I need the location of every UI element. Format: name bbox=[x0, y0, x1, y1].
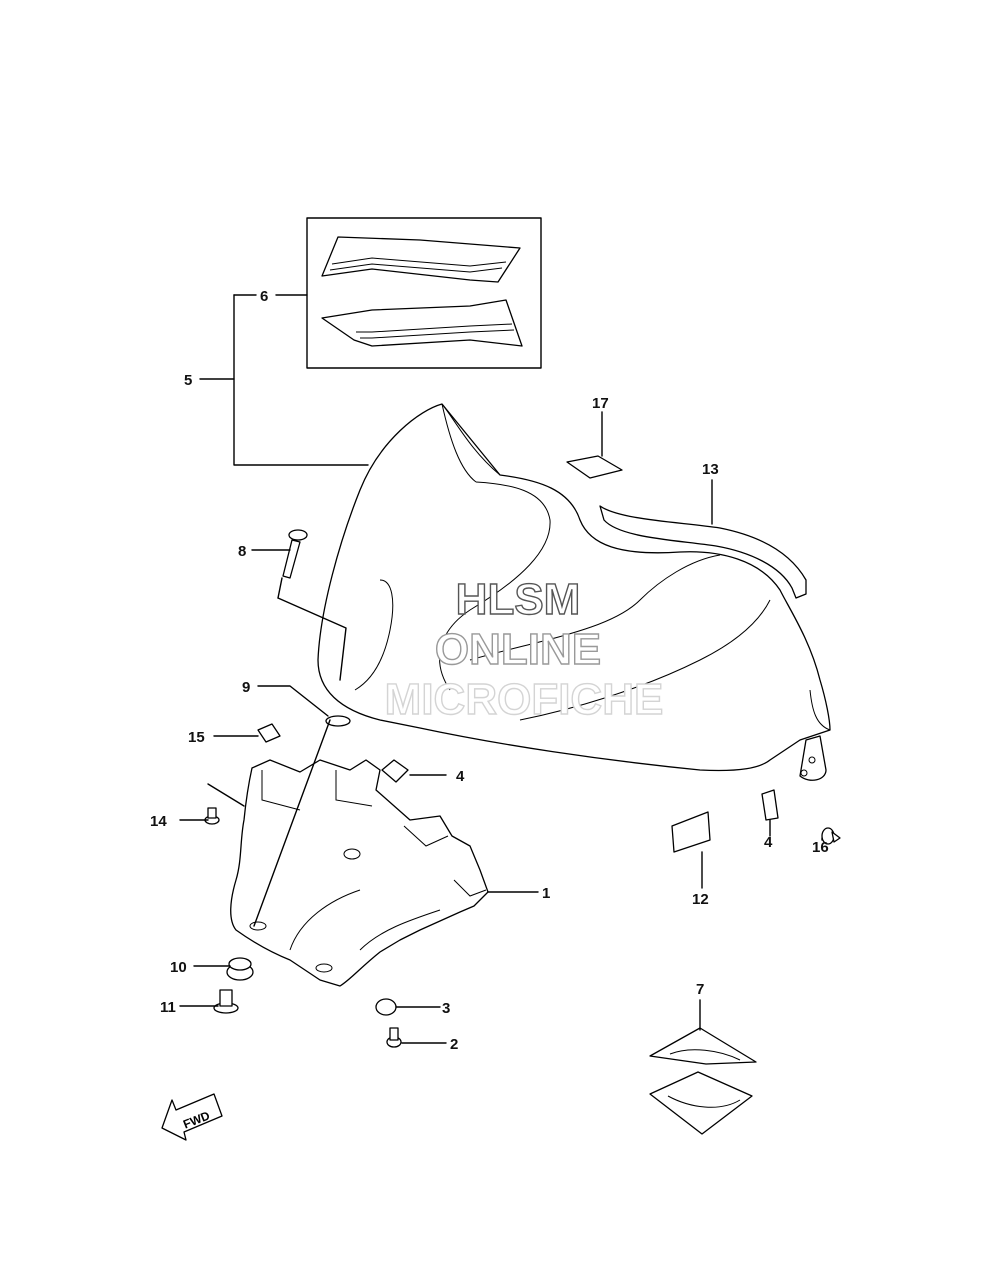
callout-6: 6 bbox=[260, 288, 268, 305]
callout-15: 15 bbox=[188, 729, 205, 746]
clip-nut-right bbox=[761, 789, 779, 821]
seal-strip bbox=[599, 505, 807, 599]
callout-13: 13 bbox=[702, 461, 719, 478]
callout-11: 11 bbox=[160, 999, 176, 1016]
callout-4b: 4 bbox=[764, 834, 773, 851]
grommet-small bbox=[375, 998, 397, 1016]
callout-12: 12 bbox=[692, 891, 709, 908]
callout-14: 14 bbox=[150, 813, 167, 830]
callout-2: 2 bbox=[450, 1036, 458, 1053]
bracket-5-6 bbox=[199, 294, 369, 466]
watermark-line2: ONLINE bbox=[435, 625, 601, 674]
callout-8: 8 bbox=[238, 543, 246, 560]
decal-inset bbox=[306, 217, 542, 369]
clip-nut-upper bbox=[381, 759, 409, 783]
clip-nut bbox=[257, 723, 281, 743]
caution-label bbox=[671, 811, 711, 853]
callout-17: 17 bbox=[592, 395, 609, 412]
callout-16: 16 bbox=[812, 839, 829, 856]
callout-9: 9 bbox=[242, 679, 250, 696]
watermark: HLSM ONLINE MICROFICHE bbox=[384, 574, 664, 724]
callout-4a: 4 bbox=[456, 768, 465, 785]
watermark-line1: HLSM bbox=[456, 575, 581, 624]
collar bbox=[213, 989, 239, 1014]
grommet bbox=[226, 957, 254, 981]
callout-5: 5 bbox=[184, 372, 192, 389]
fairing-body bbox=[317, 403, 831, 781]
callouts: 1 2 3 4 4 5 6 7 8 9 10 11 12 13 14 15 16… bbox=[150, 288, 829, 1053]
emblem bbox=[649, 1027, 757, 1135]
label-sticker bbox=[566, 455, 623, 479]
rivet bbox=[821, 827, 841, 845]
callout-10: 10 bbox=[170, 959, 187, 976]
inner-panel bbox=[230, 759, 489, 987]
washer bbox=[325, 715, 351, 727]
callout-3: 3 bbox=[442, 1000, 450, 1017]
callout-1: 1 bbox=[542, 885, 550, 902]
fwd-arrow: FWD bbox=[161, 1093, 223, 1141]
screw-small bbox=[204, 807, 220, 825]
callout-7: 7 bbox=[696, 981, 704, 998]
leader-lines bbox=[179, 411, 823, 1044]
bolt bbox=[282, 529, 308, 579]
screw bbox=[386, 1027, 402, 1048]
watermark-line3: MICROFICHE bbox=[385, 675, 664, 724]
